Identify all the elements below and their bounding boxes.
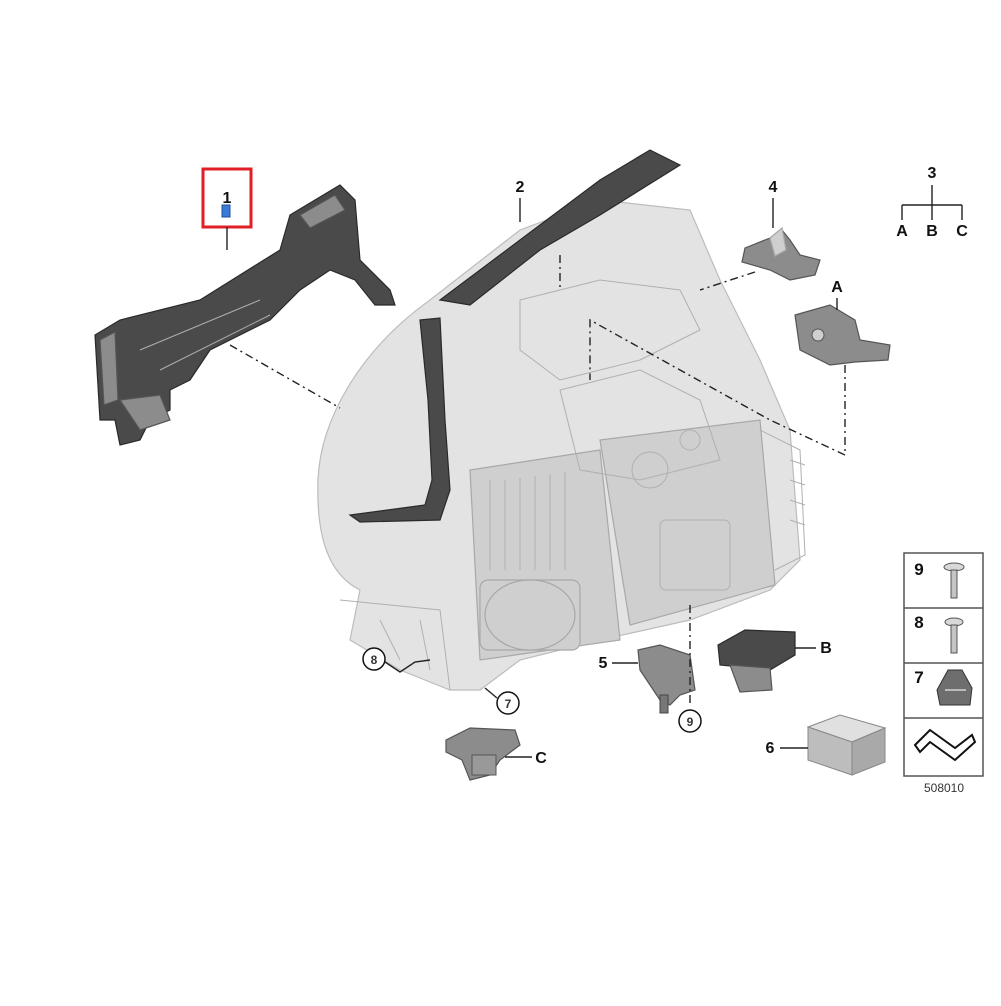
- legend-item-9: 9: [914, 560, 965, 599]
- part-5-connector: [637, 644, 696, 714]
- legend-item-7: 7: [914, 668, 973, 706]
- part-label-1: 1: [223, 190, 232, 207]
- part-label-3b: B: [926, 223, 938, 240]
- part-label-6: 6: [766, 740, 775, 757]
- callout-7: 7: [484, 687, 520, 715]
- sheet-reference-icon: [913, 728, 977, 762]
- part-a-bracket: [794, 304, 891, 366]
- callout-9: 9: [678, 709, 702, 733]
- part-label-3: 3: [928, 165, 937, 182]
- part-label-a: A: [831, 279, 843, 296]
- callout-8: 8: [362, 647, 431, 673]
- part-label-9: 9: [687, 715, 694, 729]
- part-label-5: 5: [599, 655, 608, 672]
- part-label-4: 4: [769, 179, 778, 196]
- part-b-component: [717, 629, 796, 693]
- part-3-variant-tree: 3 A B C: [896, 165, 968, 240]
- headlight-seal-strip: [348, 149, 682, 523]
- fastener-legend: 9 8 7: [903, 552, 984, 777]
- clip-7-icon: [936, 669, 973, 706]
- part-label-3c: C: [956, 223, 968, 240]
- part-label-c: C: [535, 750, 547, 767]
- part-1-marker-icon: [221, 204, 231, 218]
- part-4-bracket: [741, 226, 821, 281]
- legend-item-8: 8: [914, 613, 964, 654]
- legend-label-9: 9: [914, 560, 923, 579]
- part-6-box: [806, 714, 887, 776]
- part-label-7: 7: [505, 697, 512, 711]
- part-label-3a: A: [896, 223, 908, 240]
- diagram-code: 508010: [924, 781, 964, 795]
- part-label-2: 2: [516, 179, 525, 196]
- legend-label-8: 8: [914, 613, 923, 632]
- part-label-8: 8: [371, 653, 378, 667]
- part-label-b: B: [820, 640, 832, 657]
- headlight-housing: [317, 199, 806, 691]
- legend-label-7: 7: [914, 668, 923, 687]
- support-bracket: [94, 184, 396, 446]
- part-c-bracket: [445, 727, 521, 781]
